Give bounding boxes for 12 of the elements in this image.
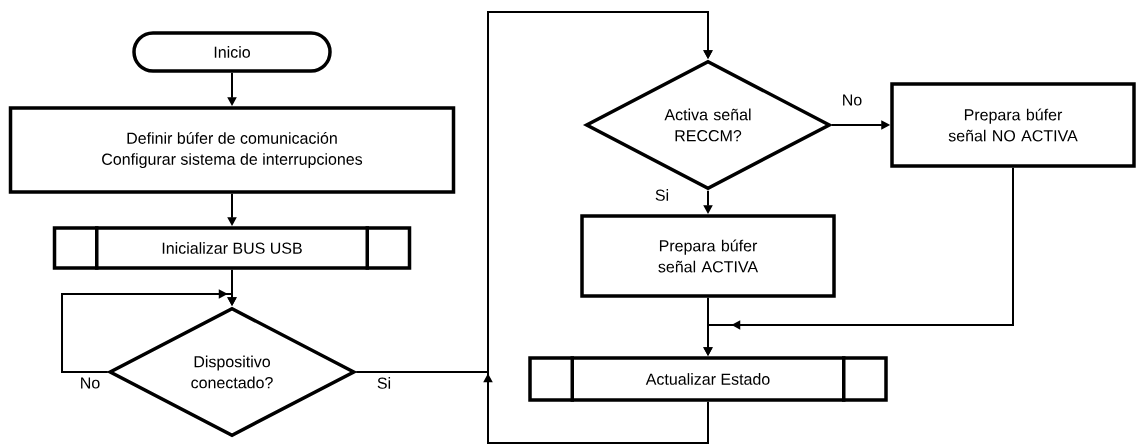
process-box: Prepara búfer señal NO ACTIVA (890, 82, 1136, 168)
subprocess-box: Inicializar BUS USB (52, 226, 412, 270)
edge-label: Si (653, 188, 671, 202)
subprocess-box: Actualizar Estado (528, 356, 888, 402)
edge-label: No (840, 93, 864, 107)
edge-label: No (78, 376, 102, 390)
process-box: Definir búfer de comunicación Configurar sistema de interrupciones (8, 106, 456, 194)
arrow (61, 289, 237, 373)
process-box: Prepara búfer señal ACTIVA (580, 214, 836, 298)
arrow (483, 11, 713, 444)
edge-label: Si (375, 376, 393, 390)
start-terminal: Inicio (132, 31, 332, 73)
